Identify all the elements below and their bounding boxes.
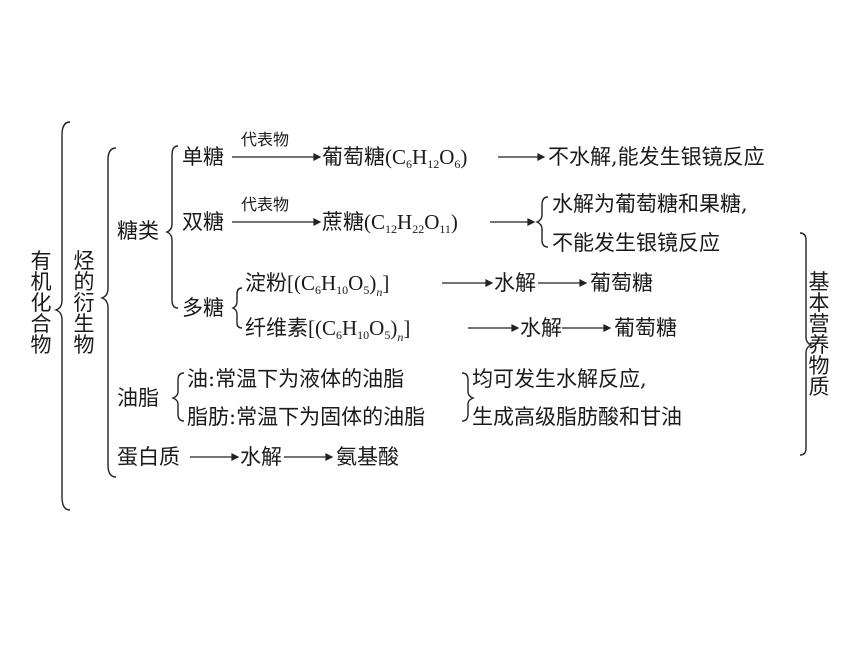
mono-rep: 葡萄糖(C6H12O6) <box>322 144 467 177</box>
right-bracket <box>799 232 813 456</box>
mono-result: 不水解,能发生银镜反应 <box>548 145 765 169</box>
protein-name: 蛋白质 <box>117 445 180 469</box>
left-title: 有机化合物 <box>30 249 52 357</box>
sugar-label: 糖类 <box>117 219 159 243</box>
protein-product: 氨基酸 <box>336 445 399 469</box>
cellulose-row: 纤维素[(C6H10O5)n] <box>245 315 410 350</box>
mid-title: 烃的衍生物 <box>73 249 95 357</box>
starch-product: 葡萄糖 <box>590 271 653 295</box>
starch-name: 淀粉 <box>245 271 287 295</box>
starch-row: 淀粉[(C6H10O5)n] <box>245 270 389 305</box>
di-name: 双糖 <box>182 210 224 234</box>
fat-result-1: 均可发生水解反应, <box>472 367 647 391</box>
mid-brace <box>99 147 117 478</box>
left-brace <box>53 121 71 511</box>
mono-arrow-label: 代表物 <box>241 130 290 149</box>
di-formula: (C12H22O11) <box>364 210 458 236</box>
fat-result-2: 生成高级脂肪酸和甘油 <box>472 405 682 429</box>
di-result-2: 不能发生银镜反应 <box>552 231 720 255</box>
mono-formula: (C6H12O6) <box>385 145 468 171</box>
cellulose-step: 水解 <box>520 316 562 340</box>
starch-step: 水解 <box>494 271 536 295</box>
di-result-1: 水解为葡萄糖和果糖, <box>552 192 748 216</box>
cellulose-formula: [(C6H10O5)n] <box>308 316 411 344</box>
di-rep: 蔗糖(C12H22O11) <box>322 209 458 242</box>
fat-oil: 油:常温下为液体的油脂 <box>187 367 405 391</box>
poly-brace <box>231 287 243 329</box>
fat-brace <box>171 372 185 422</box>
di-arrow-label: 代表物 <box>241 195 290 214</box>
mono-rep-name: 葡萄糖 <box>322 145 385 169</box>
protein-step: 水解 <box>240 445 282 469</box>
di-result-brace <box>535 196 549 248</box>
di-rep-name: 蔗糖 <box>322 210 364 234</box>
starch-formula: [(C6H10O5)n] <box>287 271 390 299</box>
cellulose-product: 葡萄糖 <box>614 316 677 340</box>
fat-fat: 脂肪:常温下为固体的油脂 <box>187 405 426 429</box>
poly-name: 多糖 <box>182 296 224 320</box>
mono-name: 单糖 <box>182 145 224 169</box>
right-title: 基本营养物质 <box>808 270 830 399</box>
fat-label: 油脂 <box>117 386 159 410</box>
sugar-brace <box>165 145 179 309</box>
fat-result-brace <box>461 372 475 422</box>
cellulose-name: 纤维素 <box>245 316 308 340</box>
